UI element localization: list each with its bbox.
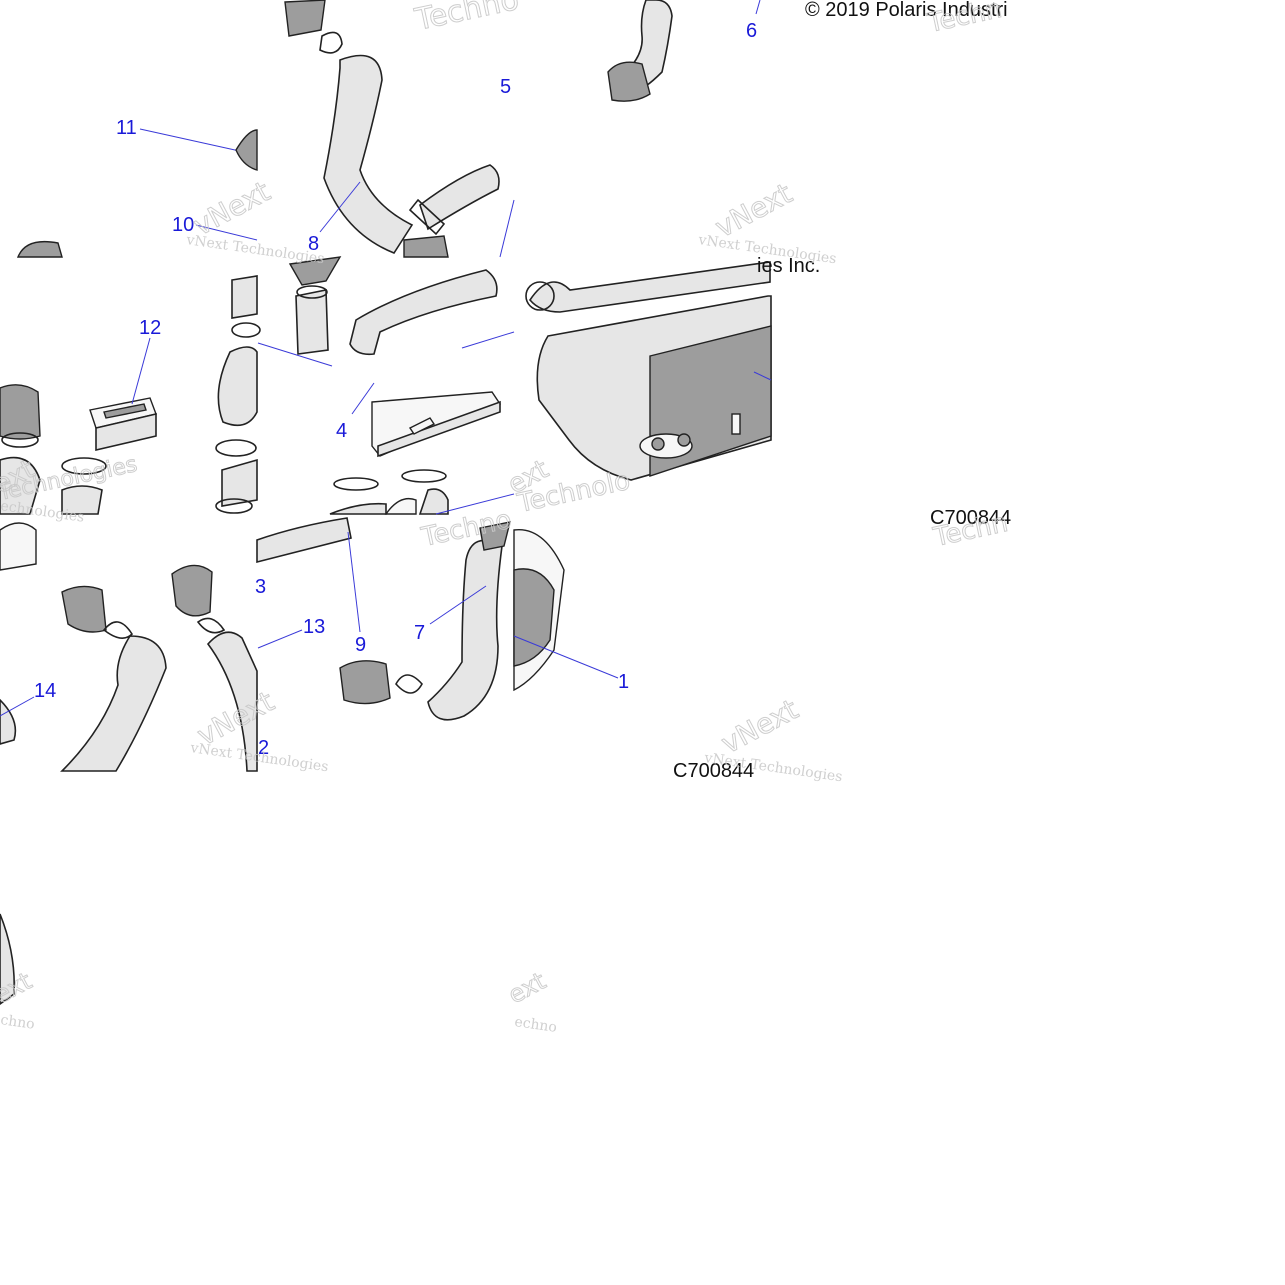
callout-7: 7: [414, 622, 425, 644]
callout-12: 12: [139, 317, 161, 339]
figure-code-1: C700844: [930, 507, 1011, 529]
callout-11: 11: [116, 117, 137, 139]
callout-2: 2: [258, 737, 269, 759]
mid-left-cluster-illustration: [215, 275, 261, 514]
ducts-lower-left-illustration: [0, 522, 258, 772]
part-11-edge: [235, 129, 258, 171]
callout-14: 14: [34, 680, 56, 702]
callout-3: 3: [255, 576, 266, 598]
watermark-layer: Techno Techn vNext Technologies vNext vN…: [0, 0, 1011, 1036]
callout-9: 9: [355, 634, 366, 656]
bracket-12-illustration: [89, 397, 157, 452]
watermark-18: chno: [0, 1012, 36, 1033]
watermark-4: vNext: [188, 175, 276, 243]
part-bottom-left-fragment: [0, 913, 16, 1005]
callout-5: 5: [500, 76, 511, 98]
callout-8: 8: [308, 233, 319, 255]
housing-illustration: [525, 261, 772, 481]
copyright-fragment: ies Inc.: [757, 255, 820, 277]
duct-6-illustration: [607, 0, 673, 102]
duct-8-illustration: [284, 0, 500, 258]
callout-10: 10: [172, 214, 194, 236]
callout-1: 1: [618, 671, 629, 693]
cover-1-illustration: [513, 529, 565, 692]
copyright-text: © 2019 Polaris Industri: [805, 0, 1008, 21]
figure-code-2: C700844: [673, 760, 754, 782]
part-top-left-edge: [16, 240, 63, 258]
watermark-20: echno: [513, 1014, 557, 1036]
hose-assembly-illustration: [288, 256, 502, 515]
watermark-6: vNext: [710, 177, 798, 245]
watermark-16: vNext: [716, 693, 804, 761]
callout-6: 6: [746, 20, 757, 42]
left-cluster-illustration: [0, 384, 107, 515]
callout-4: 4: [336, 420, 347, 442]
watermark-1: Techno: [411, 0, 522, 38]
watermark-19: ext: [504, 967, 551, 1010]
callout-13: 13: [303, 616, 325, 638]
duct-7-illustration: [256, 517, 511, 721]
